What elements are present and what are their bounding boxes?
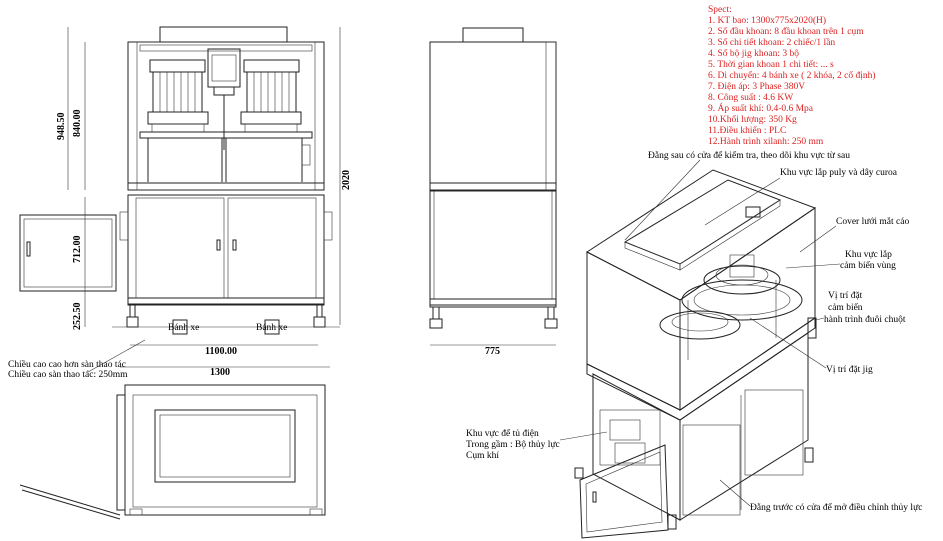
note-cabinet-3: Cụm khí — [466, 451, 499, 461]
label-operator-height: Chiều cao cao hơn sàn thao tác — [8, 359, 126, 370]
spec-item: 7. Điện áp: 3 Phase 380V — [708, 82, 805, 92]
spec-item: 5. Thời gian khoan 1 chi tiết: ... s — [708, 59, 834, 70]
spec-item: 11.Điều khiển : PLC — [708, 125, 786, 136]
label-wheel-2: Bánh xe — [256, 323, 287, 333]
dim-775: 775 — [485, 346, 500, 357]
note-jig: Vị trí đặt jig — [826, 365, 873, 375]
spec-item: 8. Công suất : 4.6 KW — [708, 92, 793, 103]
dim-1100: 1100.00 — [205, 346, 237, 357]
dim-2020: 2020 — [341, 170, 352, 190]
spec-item: 4. Số bộ jig khoan: 3 bộ — [708, 48, 799, 59]
dim-1300: 1300 — [210, 367, 230, 378]
spec-block: Spect: 1. KT bao: 1300x775x2020(H) 2. Số… — [708, 5, 876, 147]
spindle-head-left — [147, 59, 209, 133]
front-dimensions: 948.50 840.00 2020 712.00 252.50 1100.00… — [8, 27, 352, 380]
note-cabinet-2: Trong gầm : Bộ thủy lực — [466, 439, 560, 450]
spindle-head-right — [240, 59, 302, 133]
dim-252: 252.50 — [72, 303, 83, 331]
dim-948: 948.50 — [56, 113, 67, 141]
side-view: 775 — [429, 27, 558, 357]
spec-item: 9. Áp suất khí: 0.4-0.6 Mpa — [708, 102, 814, 114]
note-cyl-sensor-2: cảm biến — [828, 302, 863, 313]
note-front-door: Đằng trước có cửa để mở điều chỉnh thủy … — [750, 502, 922, 513]
front-view — [19, 26, 340, 335]
note-pulley: Khu vực lắp puly và dây curoa — [780, 167, 898, 178]
note-cover: Cover lưới mắt cáo — [836, 216, 909, 227]
spec-item: 12.Hành trình xilanh: 250 mm — [708, 137, 824, 147]
label-wheel-1: Bánh xe — [168, 323, 199, 333]
note-cabinet-1: Khu vực để tủ điện — [466, 428, 539, 439]
isometric-view — [574, 169, 817, 539]
note-sensor-area-1: Khu vực lắp — [845, 249, 892, 260]
top-view — [19, 384, 326, 520]
spec-item: 6. Di chuyển: 4 bánh xe ( 2 khóa, 2 cố đ… — [708, 70, 876, 81]
note-sensor-area-2: cảm biến vùng — [840, 260, 896, 271]
note-back-door: Đằng sau có cửa để kiểm tra, theo dõi kh… — [648, 150, 850, 161]
note-cyl-sensor-3: hành trình đuôi chuột — [824, 315, 906, 325]
dim-712: 712.00 — [72, 236, 83, 264]
spec-item: 2. Số đầu khoan: 8 đầu khoan trên 1 cụm — [708, 26, 864, 37]
annotations: Đằng sau có cửa để kiểm tra, theo dõi kh… — [466, 150, 922, 513]
dim-840: 840.00 — [72, 110, 83, 138]
label-platform-height: Chiều cao sàn thao tác: 250mm — [8, 369, 128, 380]
spec-item: 10.Khối lượng: 350 Kg — [708, 114, 797, 125]
note-cyl-sensor-1: Vị trí đặt — [828, 291, 863, 301]
spec-item: 3. Số chi tiết khoan: 2 chiếc/1 lần — [708, 37, 835, 48]
spec-title: Spect: — [708, 5, 732, 15]
spec-item: 1. KT bao: 1300x775x2020(H) — [708, 15, 826, 26]
